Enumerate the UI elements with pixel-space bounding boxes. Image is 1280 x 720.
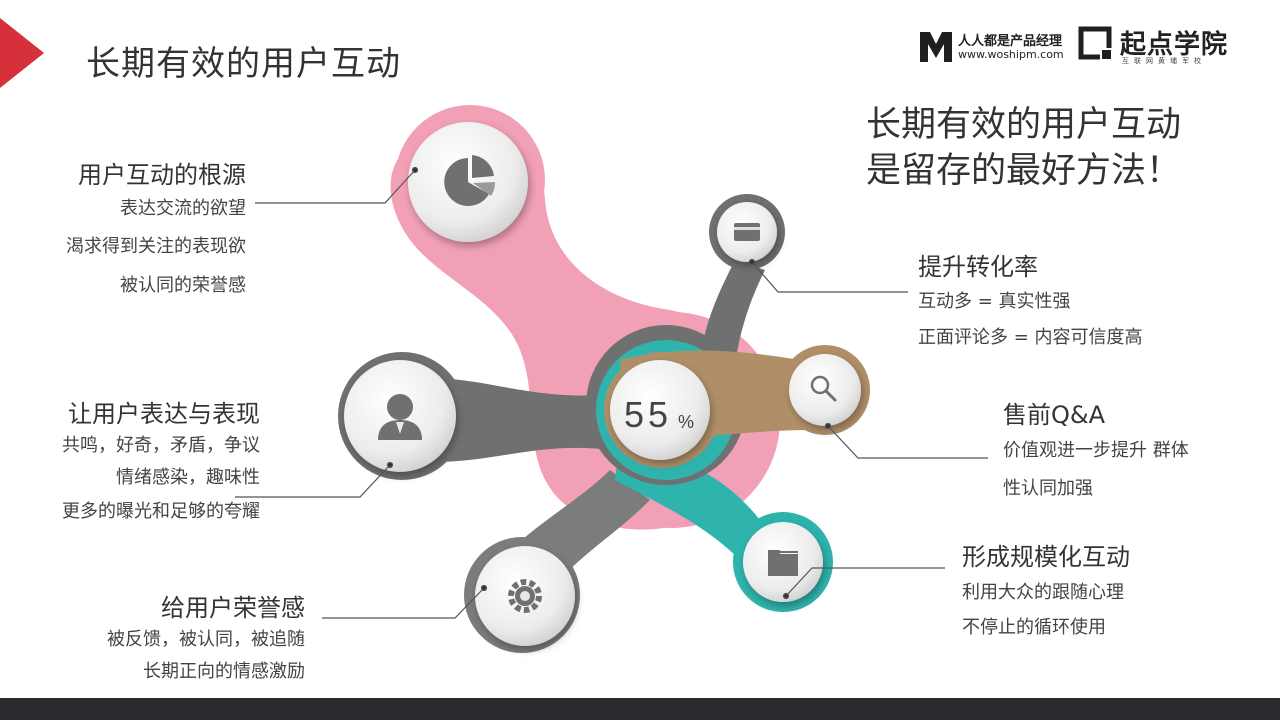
logo-school-sub: 互联网黄埔军校 (1122, 57, 1206, 65)
block-presale-title: 售前Q&A (1003, 401, 1106, 429)
gear-icon (508, 579, 542, 613)
folder-icon (768, 550, 798, 576)
headline: 长期有效的用户互动 是留存的最好方法！ (866, 102, 1181, 194)
block-source: 用户互动的根源 表达交流的欲望 渴求得到关注的表现欲 被认同的荣誉感 (20, 158, 246, 304)
node-conversion (717, 202, 777, 262)
block-conversion: 提升转化率 互动多 = 真实性强 正面评论多 = 内容可信度高 (918, 250, 1143, 356)
block-express-line-2: 情绪感染，趣味性 (116, 467, 260, 488)
center-value: 55 (624, 394, 672, 435)
block-express-title: 让用户表达与表现 (68, 400, 260, 428)
logo-url: www.woshipm.com (958, 48, 1064, 61)
block-source-line-1: 表达交流的欲望 (120, 198, 246, 219)
leader-conversion (751, 261, 908, 293)
block-source-line-3: 被认同的荣誉感 (120, 275, 246, 296)
block-conversion-line-1: 互动多 = 真实性强 (918, 291, 1071, 312)
leader-honor (322, 587, 485, 619)
search-icon (810, 375, 837, 402)
qidian-logo-icon (1078, 26, 1112, 60)
pie-chart-icon (444, 155, 496, 206)
block-conversion-title: 提升转化率 (918, 253, 1038, 281)
block-source-title: 用户互动的根源 (78, 161, 246, 189)
woshipm-logo-icon (920, 32, 952, 62)
block-presale-line-2: 性认同加强 (1003, 478, 1093, 499)
card-icon (734, 223, 760, 241)
center-unit: % (678, 412, 694, 432)
center-circle (610, 360, 710, 460)
node-source (408, 122, 528, 242)
leader-express (235, 464, 391, 498)
node-express (344, 360, 456, 472)
block-express-line-1: 共鸣，好奇，矛盾，争议 (62, 435, 260, 456)
molecule-diagram: 55 % (235, 105, 988, 653)
node-honor (475, 546, 575, 646)
block-honor: 给用户荣誉感 被反馈，被认同，被追随 长期正向的情感激励 (60, 592, 305, 688)
block-scale-title: 形成规模化互动 (962, 543, 1130, 571)
block-express: 让用户表达与表现 共鸣，好奇，矛盾，争议 情绪感染，趣味性 更多的曝光和足够的夸… (10, 398, 260, 530)
block-presale: 售前Q&A 价值观进一步提升 群体 性认同加强 (1003, 398, 1189, 508)
leader-lines (235, 166, 988, 619)
logo-area: 人人都是产品经理 www.woshipm.com 起点学院 互联网黄埔军校 (918, 26, 1258, 70)
block-scale-line-1: 利用大众的跟随心理 (962, 582, 1124, 603)
block-scale-line-2: 不停止的循环使用 (962, 617, 1106, 638)
leader-presale (827, 425, 988, 459)
block-honor-title: 给用户荣誉感 (161, 594, 305, 622)
page-title: 长期有效的用户互动 (86, 44, 401, 84)
block-honor-line-1: 被反馈，被认同，被追随 (107, 629, 305, 650)
block-presale-line-1: 价值观进一步提升 群体 (1003, 440, 1189, 461)
block-conversion-line-2: 正面评论多 = 内容可信度高 (918, 327, 1143, 348)
node-scale (743, 522, 823, 602)
block-source-line-2: 渴求得到关注的表现欲 (66, 236, 246, 257)
footer-bar (0, 698, 1280, 720)
headline-line-1: 长期有效的用户互动 (866, 105, 1182, 145)
corner-arrow-icon (0, 18, 44, 88)
user-icon (378, 394, 422, 440)
logo-cn-name: 人人都是产品经理 (958, 34, 1063, 49)
block-express-line-3: 更多的曝光和足够的夸耀 (62, 501, 260, 522)
leader-scale (785, 567, 945, 597)
block-scale: 形成规模化互动 利用大众的跟随心理 不停止的循环使用 (962, 540, 1130, 644)
block-honor-line-2: 长期正向的情感激励 (143, 661, 305, 682)
leader-source (255, 169, 416, 204)
logo-school-name: 起点学院 (1120, 30, 1229, 60)
headline-line-2: 是留存的最好方法！ (866, 151, 1182, 191)
node-presale (789, 354, 861, 426)
